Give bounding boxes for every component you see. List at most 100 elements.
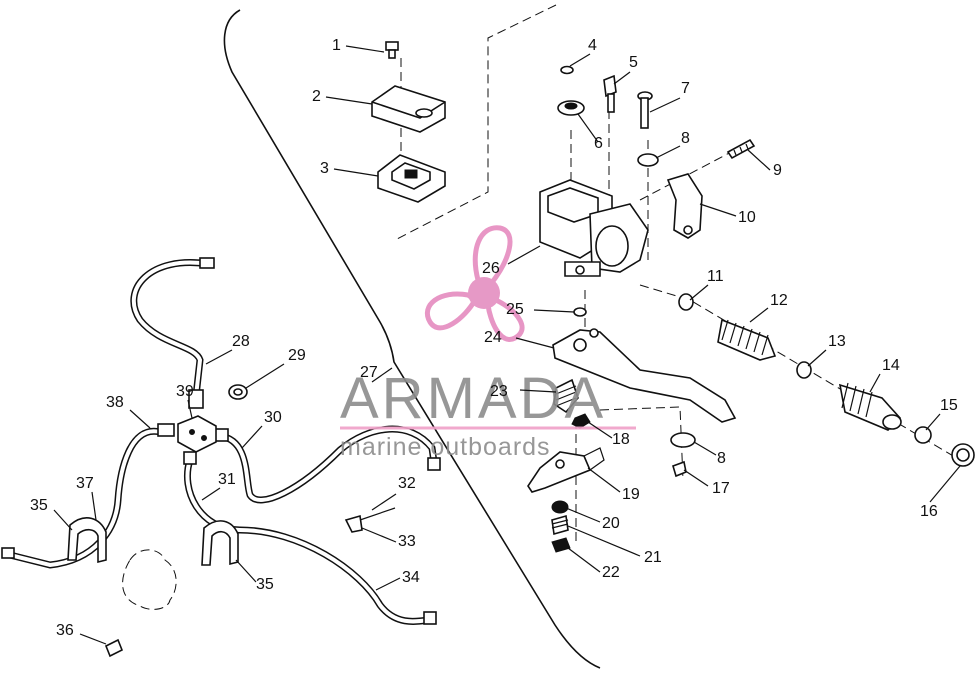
callout-label: 20	[602, 515, 620, 532]
callout-leader-line	[613, 71, 631, 85]
callout-label: 10	[738, 209, 756, 226]
callout-leader-line	[807, 349, 827, 367]
callout-label: 29	[288, 347, 306, 364]
reservoir-cover-part	[371, 85, 446, 133]
callout-label: 15	[940, 397, 958, 414]
callout-label: 21	[644, 549, 662, 566]
callout-leader-line	[241, 425, 263, 449]
callout-leader-line	[371, 493, 397, 511]
callout-leader-line	[587, 467, 621, 493]
leader-lines	[53, 45, 961, 645]
callout-leader-line	[79, 633, 107, 645]
bushing-part	[573, 307, 587, 317]
callout-leader-line	[577, 113, 599, 143]
bushing-part	[557, 100, 585, 116]
propeller-icon	[425, 225, 525, 342]
washer-part	[670, 432, 696, 448]
callout-label: 26	[482, 260, 500, 277]
callout-label: 39	[176, 383, 194, 400]
callout-leader-line	[129, 409, 151, 429]
screw-part	[104, 638, 124, 658]
callout-leader-line	[375, 577, 401, 591]
callout-leader-line	[345, 45, 385, 53]
callout-label: 11	[707, 268, 724, 285]
washer-part	[678, 293, 694, 311]
callout-leader-line	[747, 149, 771, 171]
callout-leader-line	[507, 245, 541, 265]
callout-label: 33	[398, 533, 416, 550]
callout-leader-line	[187, 399, 193, 419]
brake-hose-part	[1, 423, 175, 569]
screw-part	[551, 514, 569, 536]
clamp-screw-part	[726, 138, 756, 160]
nut-part	[551, 500, 569, 514]
callout-leader-line	[371, 367, 393, 383]
callout-leader-line	[587, 421, 613, 439]
pivot-pin-part	[637, 91, 653, 129]
callout-leader-line	[361, 527, 397, 543]
callout-label: 30	[264, 409, 282, 426]
callout-label: 17	[712, 480, 730, 497]
callout-leader-line	[325, 96, 373, 105]
fitting-part	[228, 384, 248, 400]
bracket-part	[527, 447, 605, 493]
callout-label: 1	[332, 37, 341, 54]
ring-part	[796, 361, 812, 379]
callout-leader-line	[925, 413, 941, 431]
master-cylinder-part	[539, 179, 649, 277]
callout-leader-line	[53, 509, 73, 531]
callout-leader-line	[693, 441, 717, 456]
callout-label: 22	[602, 564, 620, 581]
callout-leader-line	[929, 465, 961, 503]
callout-label: 4	[588, 37, 597, 54]
clip-part	[672, 460, 687, 478]
washer-part	[560, 65, 574, 75]
callout-leader-line	[567, 547, 601, 573]
callout-label: 5	[629, 54, 638, 71]
handlebar-outline	[223, 9, 601, 669]
callout-leader-line	[569, 53, 591, 67]
callout-label: 31	[218, 471, 236, 488]
alignment-line	[599, 406, 684, 481]
callout-leader-line	[91, 491, 97, 521]
callout-leader-line	[515, 337, 555, 349]
callout-label: 18	[612, 431, 630, 448]
piston-boot-part	[838, 382, 902, 431]
callout-leader-line	[649, 97, 681, 113]
callout-leader-line	[683, 469, 709, 487]
seal-part	[951, 443, 975, 467]
callout-leader-line	[519, 389, 557, 393]
callout-label: 37	[76, 475, 94, 492]
callout-leader-line	[245, 363, 285, 389]
nut-part	[551, 537, 571, 553]
callout-leader-line	[749, 307, 769, 323]
callout-leader-line	[533, 309, 575, 313]
callout-label: 35	[256, 576, 274, 593]
callout-leader-line	[235, 559, 257, 583]
callout-label: 3	[320, 160, 329, 177]
callout-label: 7	[681, 80, 690, 97]
junction-block-part	[177, 415, 217, 453]
brake-hose-part	[183, 451, 437, 625]
callout-leader-line	[567, 525, 641, 557]
callout-label: 27	[360, 364, 378, 381]
callout-label: 6	[594, 135, 603, 152]
callout-label: 8	[681, 130, 690, 147]
callout-label: 38	[106, 394, 124, 411]
brake-hose-part	[130, 257, 215, 409]
callout-leader-line	[655, 145, 681, 159]
hose-clamp-part	[67, 517, 107, 564]
callout-leader-line	[205, 349, 233, 365]
callout-layer: 1234567891011121314151617181920212223242…	[30, 37, 958, 639]
caliper-outline	[122, 549, 177, 610]
callout-label: 16	[920, 503, 938, 520]
callout-label: 19	[622, 486, 640, 503]
callout-label: 25	[506, 301, 524, 318]
watermark-tagline: marine outboards	[340, 433, 551, 461]
callout-label: 12	[770, 292, 788, 309]
screw-part	[385, 41, 399, 59]
callout-label: 35	[30, 497, 48, 514]
circlip-part	[914, 426, 932, 444]
callout-leader-line	[201, 487, 221, 501]
alignment-line	[639, 284, 961, 461]
